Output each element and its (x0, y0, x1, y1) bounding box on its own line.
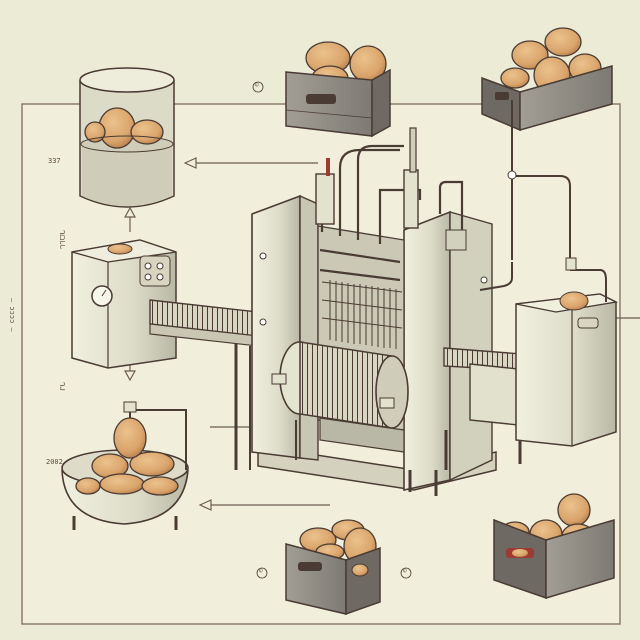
ref-label-mid: — ɔɔɔɔ — (8, 298, 16, 332)
crate-top-middle (285, 41, 391, 138)
ref-label-top: 337 (48, 157, 61, 165)
conveyor-left (149, 299, 259, 470)
mark-circle-bottom-right (400, 567, 412, 579)
mark-bottom-left: © (259, 568, 263, 575)
crate-bottom-middle (285, 519, 381, 616)
ref-label-bottom: 2002 (46, 458, 63, 466)
side-label-b: ᒉᒍ (58, 382, 66, 391)
feed-pipe (479, 100, 607, 302)
mark-top: © (255, 82, 259, 89)
piston-left (315, 173, 335, 225)
mark-circle-top (252, 81, 264, 93)
washer-unit (71, 239, 177, 369)
crate-bottom-right (493, 493, 615, 600)
crate-top-right (481, 27, 613, 132)
mark-bottom-right: © (403, 568, 407, 575)
potato-bowl (61, 401, 189, 530)
piston-assembly (319, 144, 464, 282)
glass-hopper (79, 67, 175, 208)
side-label-a: ᒉᗝᒐᒐ (58, 230, 66, 250)
drum-roller (271, 341, 409, 429)
fryer-unit (515, 291, 619, 447)
mark-circle-bottom-left (256, 567, 268, 579)
blade-rack (321, 280, 403, 349)
piston-center (403, 169, 419, 229)
